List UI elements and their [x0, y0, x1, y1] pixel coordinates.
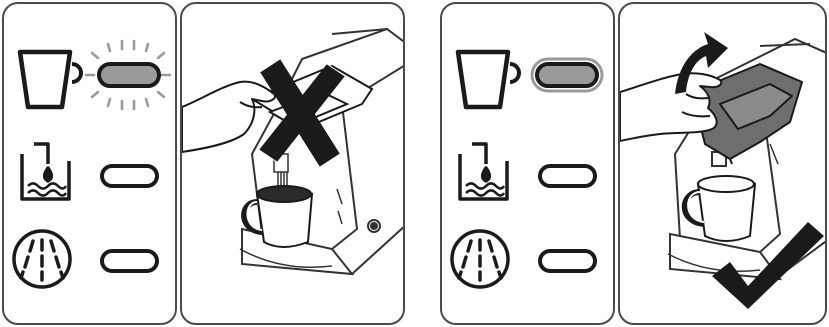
indicator-panel-steady [440, 2, 615, 325]
rinse-icon [452, 231, 508, 287]
indicator-panel-blinking [2, 2, 177, 325]
descale-indicator [540, 166, 595, 186]
cup-indicator-blinking [86, 41, 170, 109]
descale-indicator [102, 166, 157, 186]
rinse-indicator [540, 251, 595, 271]
cup-icon [20, 52, 81, 107]
hand [620, 73, 721, 141]
rinse-indicator [102, 251, 157, 271]
rinse-icon [14, 231, 70, 287]
machine-panel-lift-not-allowed [180, 2, 405, 325]
cup-icon [458, 52, 519, 107]
machine-panel-lift-allowed [618, 2, 827, 325]
descale-icon [22, 144, 69, 199]
descale-icon [460, 144, 507, 199]
cup-indicator-steady [532, 59, 602, 91]
